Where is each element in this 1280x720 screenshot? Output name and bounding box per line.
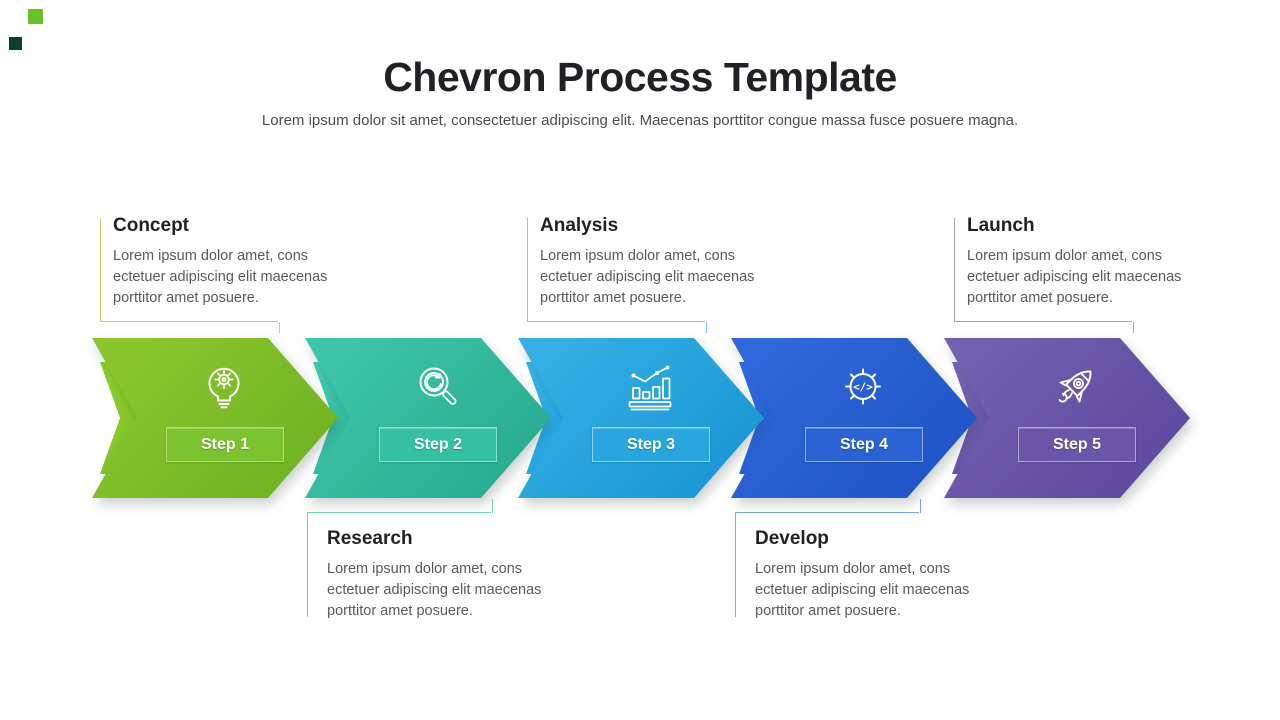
- step-badge-label: Step 2: [413, 435, 462, 453]
- connector-bracket: [100, 218, 280, 333]
- svg-text:</>: </>: [853, 381, 873, 394]
- magnifier-sync-icon: [409, 360, 465, 416]
- step-badge-label: Step 1: [200, 435, 249, 453]
- chevron-arrow-wrap: [731, 338, 977, 498]
- note-title: Develop: [755, 528, 829, 549]
- connector-bracket: [307, 499, 493, 617]
- note-concept: Concept Lorem ipsum dolor amet, cons ect…: [100, 215, 362, 333]
- rocket-icon: [1048, 360, 1104, 416]
- note-research: Research Lorem ipsum dolor amet, cons ec…: [307, 498, 569, 622]
- chevron-step-2: Step 2: [305, 338, 551, 498]
- bar-chart-trend-icon: [622, 360, 678, 416]
- step-badge: Step 3: [592, 427, 710, 462]
- connector-bracket: [527, 218, 707, 333]
- step-badge: Step 2: [379, 427, 497, 462]
- step-badge-label: Step 5: [1052, 435, 1101, 453]
- note-develop: Develop Lorem ipsum dolor amet, cons ect…: [735, 498, 997, 622]
- page-title: Chevron Process Template: [383, 54, 897, 100]
- chevron-arrow-wrap: [305, 338, 551, 498]
- deco-square-green: [28, 9, 43, 24]
- chevron-arrow-wrap: [518, 338, 764, 498]
- note-launch: Launch Lorem ipsum dolor amet, cons ecte…: [954, 215, 1216, 333]
- note-title: Research: [327, 528, 413, 549]
- step-badge: Step 4: [805, 427, 923, 462]
- note-description: Lorem ipsum dolor amet, cons ectetuer ad…: [755, 561, 970, 619]
- chevron-process-band: Step 1 Step 2: [0, 338, 1280, 498]
- note-title: Analysis: [540, 215, 619, 236]
- chevron-step-1: Step 1: [92, 338, 338, 498]
- deco-square-dark: [9, 37, 22, 50]
- step-badge: Step 5: [1018, 427, 1136, 462]
- step-badge-label: Step 3: [626, 435, 675, 453]
- chevron-arrow-wrap: [944, 338, 1190, 498]
- gear-code-icon: </>: [835, 360, 891, 416]
- note-description: Lorem ipsum dolor amet, cons ectetuer ad…: [967, 248, 1182, 306]
- idea-lightbulb-gear-icon: [196, 360, 252, 416]
- note-description: Lorem ipsum dolor amet, cons ectetuer ad…: [327, 561, 542, 619]
- note-title: Concept: [113, 215, 189, 236]
- connector-bracket: [954, 218, 1134, 333]
- note-description: Lorem ipsum dolor amet, cons ectetuer ad…: [540, 248, 755, 306]
- chevron-step-4: </> Step 4: [731, 338, 977, 498]
- connector-bracket: [735, 499, 921, 617]
- page-subtitle: Lorem ipsum dolor sit amet, consectetuer…: [261, 112, 1019, 129]
- chevron-arrow-wrap: [92, 338, 338, 498]
- note-description: Lorem ipsum dolor amet, cons ectetuer ad…: [113, 248, 328, 306]
- step-badge: Step 1: [166, 427, 284, 462]
- step-badge-label: Step 4: [839, 435, 888, 453]
- chevron-step-5: Step 5: [944, 338, 1190, 498]
- chevron-step-3: Step 3: [518, 338, 764, 498]
- note-title: Launch: [967, 215, 1035, 236]
- note-analysis: Analysis Lorem ipsum dolor amet, cons ec…: [527, 215, 789, 333]
